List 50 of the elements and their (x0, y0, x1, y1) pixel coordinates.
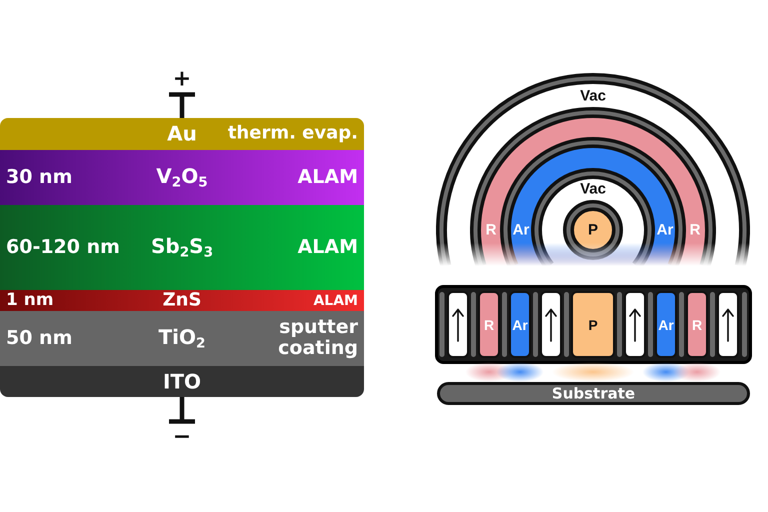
layer-band (0, 118, 364, 150)
thickness-label: 30 nm (6, 166, 72, 188)
polarity-sign: − (172, 424, 192, 450)
ring-label: Vac (580, 87, 606, 105)
thickness-label: 1 nm (6, 290, 54, 310)
channel-label: R (692, 316, 702, 333)
layer-band (0, 366, 364, 397)
material-label: Au (167, 122, 197, 146)
head-ring (531, 168, 655, 266)
nozzle-channel (447, 291, 469, 358)
head-ring (436, 73, 750, 266)
head-ring (500, 137, 686, 266)
ring-label: Ar (656, 221, 674, 239)
material-label: ZnS (162, 290, 202, 311)
ring-label: P (588, 221, 598, 239)
substrate-label: Substrate (552, 384, 636, 402)
channel-label: Ar (512, 316, 528, 333)
layer-band (0, 150, 364, 205)
polarity-sign: + (172, 66, 192, 92)
material-label: Sb$_{2}$S$_{3}$ (150, 234, 214, 260)
layer-band (0, 311, 364, 366)
material-label: TiO$_{2}$ (158, 326, 206, 352)
ring-label: Ar (512, 221, 530, 239)
layer-band (0, 205, 364, 290)
nozzle-channel (509, 291, 531, 358)
material-label: V$_{2}$O$_{5}$ (156, 164, 208, 190)
ring-label: Vac (580, 180, 606, 198)
thickness-label: 50 nm (6, 328, 72, 350)
ring-label: R (486, 221, 496, 239)
thickness-label: 60-120 nm (6, 236, 120, 258)
head-ring (470, 107, 716, 266)
nozzle-channel (717, 291, 739, 358)
nozzle-channel (540, 291, 562, 358)
method-label: therm. evap. (228, 124, 358, 144)
nozzle-channel (655, 291, 677, 358)
substrate-bar (437, 382, 750, 405)
layer-band (0, 290, 364, 311)
nozzle-channel (571, 291, 615, 358)
channel-label: Ar (658, 316, 674, 333)
nozzle-channel (686, 291, 708, 358)
method-label: ALAM (298, 166, 358, 188)
method-label: sputter coating (277, 316, 358, 360)
ring-label: R (690, 221, 700, 239)
method-label: ALAM (313, 292, 358, 309)
channel-label: R (484, 316, 494, 333)
nozzle-channel (624, 291, 646, 358)
nozzle-channel (478, 291, 500, 358)
channel-label: P (588, 316, 598, 333)
material-label: ITO (162, 370, 202, 393)
method-label: ALAM (298, 236, 358, 258)
